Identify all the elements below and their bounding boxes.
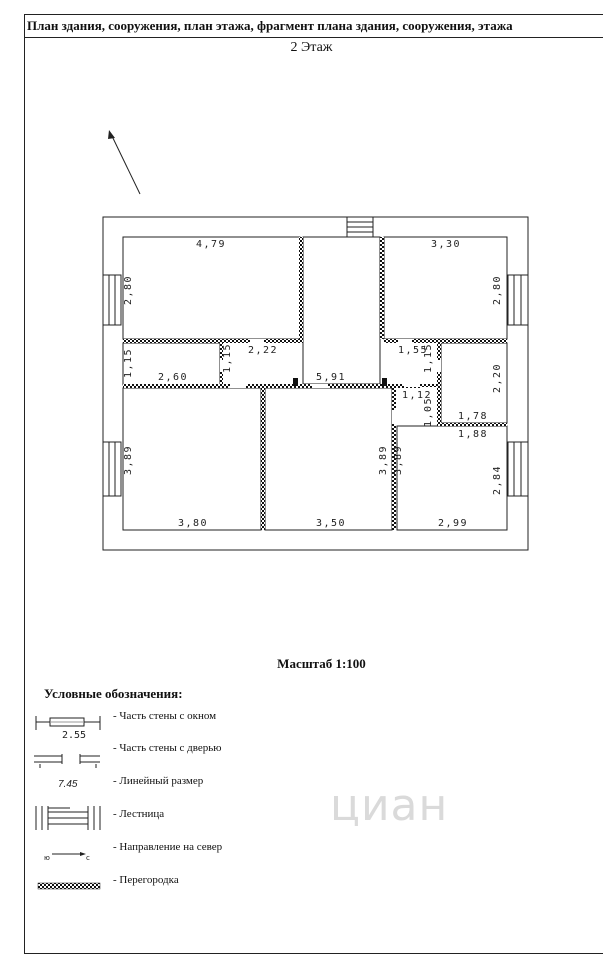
dimension-label: 1,05 xyxy=(423,397,434,427)
dimension-label: 3,89 xyxy=(123,445,134,475)
dimension-label: 2,22 xyxy=(248,345,278,356)
legend-partition-icon xyxy=(37,882,101,890)
legend-item-stairs: - Лестница xyxy=(113,808,165,820)
dimension-label: 1,55 xyxy=(398,345,428,356)
dimension-label: 1,15 xyxy=(123,348,134,378)
dimension-label: 1,78 xyxy=(458,411,488,422)
legend-door-icon xyxy=(34,754,100,768)
legend-window-number: 2.55 xyxy=(62,730,86,741)
window-right-bottom xyxy=(507,441,529,497)
page-title: План здания, сооружения, план этажа, фра… xyxy=(24,14,603,38)
dimension-label: 2,60 xyxy=(158,372,188,383)
drawing-frame xyxy=(24,14,603,954)
legend-stairs-icon xyxy=(35,806,101,830)
legend-title: Условные обозначения: xyxy=(44,686,183,701)
dimension-label: 5,91 xyxy=(316,372,346,383)
window-left-bottom xyxy=(102,441,122,497)
legend-north-to: с xyxy=(86,854,90,862)
legend-linear-number: 7.45 xyxy=(58,779,78,790)
dimension-label: 1,88 xyxy=(458,429,488,440)
legend-linear-icon: 7.45 xyxy=(58,779,78,790)
dimension-label: 3,89 xyxy=(378,445,389,475)
room-bottom-left xyxy=(122,387,262,531)
room-top-center xyxy=(302,236,381,385)
legend-item-partition: - Перегородка xyxy=(113,874,179,886)
dimension-label: 3,50 xyxy=(316,518,346,529)
north-arrow-icon xyxy=(108,130,141,195)
doors xyxy=(220,339,441,424)
dimension-label: 2,84 xyxy=(492,465,503,495)
dimension-label: 1,15 xyxy=(222,343,233,373)
dimension-label: 3,89 xyxy=(393,445,404,475)
dimension-label: 3,30 xyxy=(431,239,461,250)
watermark: циан xyxy=(330,780,449,831)
dimension-label: 2,20 xyxy=(492,363,503,393)
legend-window-icon: 2.55 xyxy=(35,716,101,741)
dimension-label: 2,80 xyxy=(123,275,134,305)
room-bottom-center xyxy=(264,387,393,531)
legend-item-linear: - Линейный размер xyxy=(113,775,204,787)
dimension-label: 3,80 xyxy=(178,518,208,529)
room-top-left xyxy=(122,236,301,340)
dimension-label: 1,12 xyxy=(402,390,432,401)
legend-north-from: ю xyxy=(44,854,50,862)
legend-item-window: - Часть стены с окном xyxy=(113,710,217,722)
window-left-top xyxy=(102,274,122,326)
legend-north-icon: ю с xyxy=(44,852,90,862)
dimension-label: 2,80 xyxy=(492,275,503,305)
stairs-icon xyxy=(346,216,374,238)
room-top-right xyxy=(383,236,508,340)
room-bottom-right xyxy=(396,425,508,531)
window-right-top xyxy=(507,274,529,326)
scale-label: Масштаб 1:100 xyxy=(277,656,366,671)
building-outline xyxy=(102,216,529,551)
legend-item-door: - Часть стены с дверью xyxy=(113,742,222,754)
legend-item-north: - Направление на север xyxy=(113,841,223,853)
dimension-label: 1,15 xyxy=(423,343,434,373)
floor-label: 2 Этаж xyxy=(290,40,333,55)
dimension-label: 4,79 xyxy=(196,239,226,250)
dimension-label: 2,99 xyxy=(438,518,468,529)
